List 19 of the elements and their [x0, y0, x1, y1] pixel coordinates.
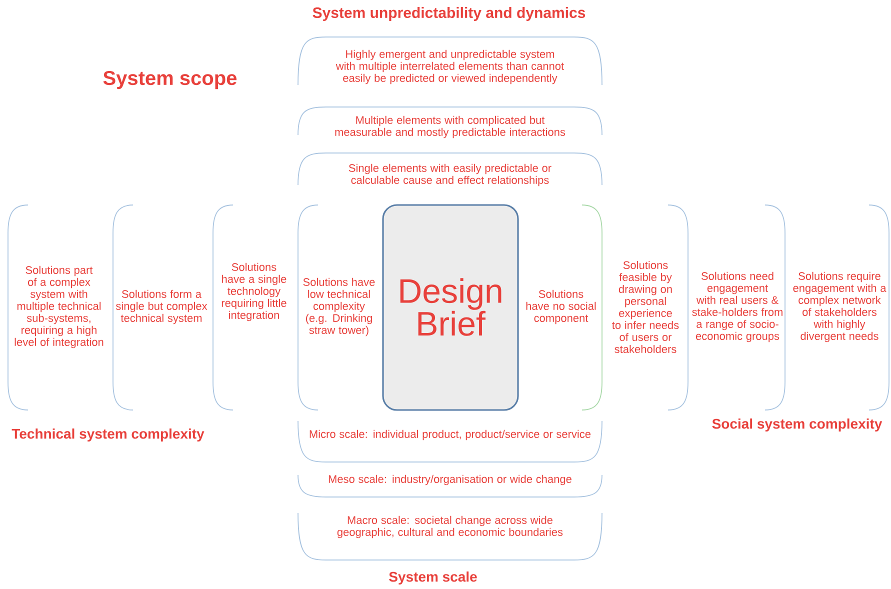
bracket-box: Solutions have low technical complexity (e.g. Drinking straw tower)	[298, 204, 375, 410]
arc-band: Single elements with easily predictable or calculable cause and effect relationships	[298, 152, 602, 186]
bracket-box: Solutions have a single technology requiring little integration	[212, 204, 286, 410]
axis-heading: Social system complexity	[712, 418, 882, 432]
scope-heading: System scope	[103, 70, 237, 90]
bracket-box: Solutions require engagement with a complex network of stakeholders with highly divergent needs	[793, 204, 890, 410]
bracket-box: Solutions need engagement with real users & stake-holders from a range of socio-economic groups	[692, 204, 786, 410]
bracket-box: Solutions feasible by drawing on personal experience to infer needs of users or stakeholders	[612, 204, 688, 410]
axis-heading: Technical system complexity	[12, 428, 204, 442]
arc-band: Micro scale: individual product, product/service or service	[298, 420, 602, 462]
bracket-box: Solutions part of a complex system with multiple technical sub-systems, requiring a high level of integration	[8, 204, 104, 410]
design-brief-box: Design Brief	[382, 204, 519, 411]
arc-band: Macro scale: societal change across wide geographic, cultural and economic boundaries	[298, 512, 602, 560]
arc-band: Meso scale: industry/organisation or wide change	[298, 474, 602, 498]
arc-band: Highly emergent and unpredictable system with multiple interrelated elements than cannot easily be predicted or viewed independently	[298, 36, 602, 86]
bracket-box: Solutions form a single but complex technical system	[112, 204, 208, 410]
arc-band: Multiple elements with complicated but measurable and mostly predictable interactions	[298, 106, 602, 138]
bracket-box: Solutions have no social component	[526, 204, 602, 410]
system-axis-heading: System unpredictability and dynamics	[312, 7, 586, 21]
